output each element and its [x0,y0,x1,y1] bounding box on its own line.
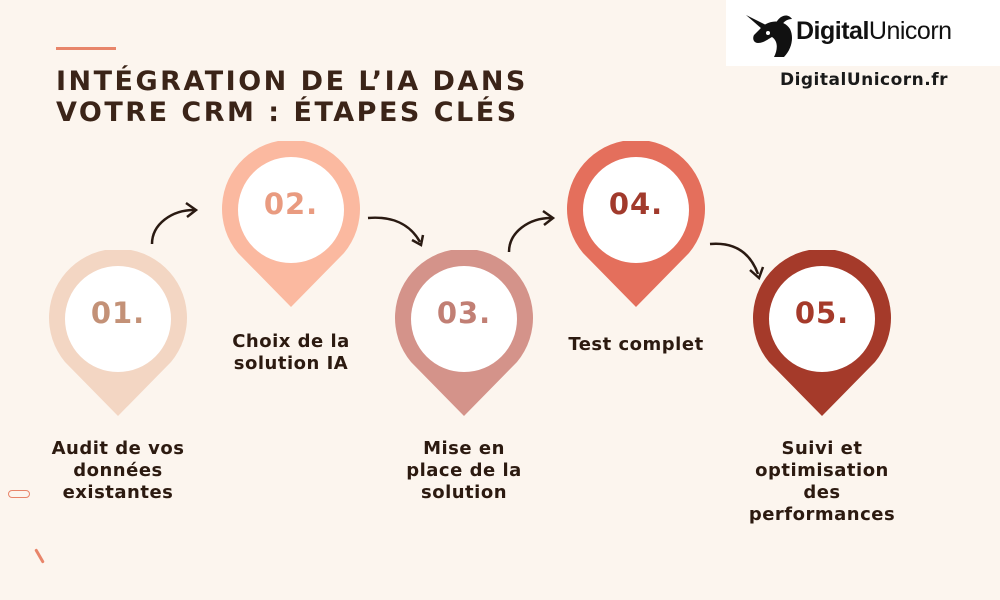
step-4-label: Test complet [551,334,721,356]
step-1-label: Audit de vos données existantes [33,438,203,504]
step-1-pin: 01. [49,250,187,416]
step-1-label-line: données [73,460,163,481]
title-line-2: VOTRE CRM : ÉTAPES CLÉS [56,97,519,128]
step-3-label: Mise en place de la solution [379,438,549,504]
curved-arrow-icon [150,201,199,245]
pin-marker-icon [753,250,891,416]
step-5-label-line: performances [748,504,896,525]
step-3-label-line: solution [420,482,508,503]
step-5-label-line: optimisation [755,460,889,481]
decorative-stroke [34,548,45,564]
step-4-label-line: Test complet [568,334,704,355]
brand-logo[interactable]: DigitalUnicorn [726,0,1000,66]
step-3-number: 03. [436,296,492,330]
brand-name-part1: Digital [796,17,869,45]
title-line-1: INTÉGRATION DE L’IA DANS [56,66,528,97]
pin-marker-icon [395,250,533,416]
step-2-label-line: Choix de la [232,331,350,352]
step-3-label-line: Mise en [423,438,505,459]
curved-arrow-icon [709,242,765,281]
unicorn-logo-icon [746,15,792,57]
step-4-pin: 04. [567,141,705,307]
pin-marker-icon [567,141,705,307]
curved-arrow-icon [367,216,425,247]
step-3-pin: 03. [395,250,533,416]
curved-arrow-icon [507,209,556,253]
brand-name: DigitalUnicorn [796,17,952,46]
step-5-label-line: des [803,482,841,503]
step-2-pin: 02. [222,141,360,307]
site-url[interactable]: DigitalUnicorn.fr [779,70,949,90]
step-5-label-line: Suivi et [781,438,863,459]
step-5-label: Suivi et optimisation des performances [737,438,907,526]
step-1-label-line: existantes [62,482,174,503]
brand-name-part2: Unicorn [868,17,952,45]
page-title: INTÉGRATION DE L’IA DANS VOTRE CRM : ÉTA… [56,66,528,128]
step-4-number: 04. [608,187,664,221]
step-5-pin: 05. [753,250,891,416]
decorative-pill [8,490,30,498]
step-2-number: 02. [263,187,319,221]
step-1-number: 01. [90,296,146,330]
pin-marker-icon [222,141,360,307]
step-3-label-line: place de la [406,460,522,481]
step-2-label: Choix de la solution IA [206,331,376,375]
step-5-number: 05. [794,296,850,330]
title-accent-line [56,47,116,50]
step-1-label-line: Audit de vos [51,438,185,459]
step-2-label-line: solution IA [233,353,349,374]
pin-marker-icon [49,250,187,416]
